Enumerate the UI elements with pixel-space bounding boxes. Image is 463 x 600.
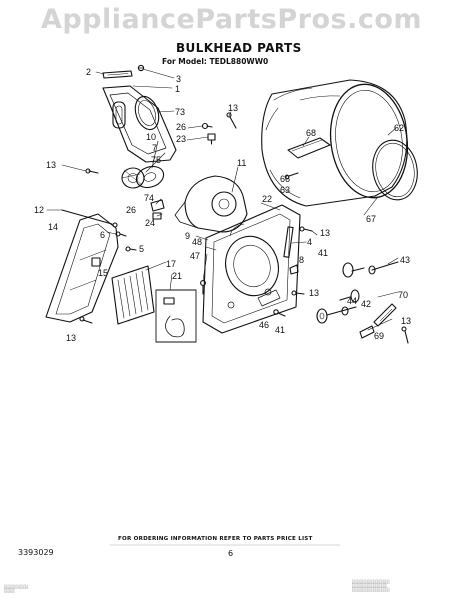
callout-73: 73 [175, 107, 185, 117]
part-43-roller-shaft [368, 261, 399, 275]
callout-13: 13 [66, 333, 76, 343]
part-13-screw-b [85, 168, 99, 174]
callout-8: 8 [299, 255, 304, 265]
callout-48: 48 [192, 237, 202, 247]
callout-68: 68 [306, 128, 316, 138]
part-4-element [283, 226, 294, 258]
callout-43: 43 [400, 255, 410, 265]
part-69-bracket [359, 325, 375, 339]
part-12-rod [61, 209, 118, 228]
part-44-roller [339, 289, 360, 303]
callout-26: 26 [126, 205, 136, 215]
callout-41: 41 [275, 325, 285, 335]
callout-13: 13 [228, 103, 238, 113]
callout-74: 74 [144, 193, 154, 203]
callout-7: 7 [152, 143, 157, 153]
part-14-front-panel [45, 213, 119, 323]
part-1-seal-panel [102, 85, 177, 163]
callout-69: 69 [374, 331, 384, 341]
callout-17: 17 [166, 259, 176, 269]
part-41-axle [326, 306, 357, 316]
callout-9: 9 [185, 231, 190, 241]
callout-3: 3 [176, 74, 181, 84]
callout-1: 1 [175, 84, 180, 94]
callout-75: 75 [151, 155, 161, 165]
callout-13: 13 [401, 316, 411, 326]
part-26-clip [201, 122, 213, 130]
callout-6: 6 [100, 230, 105, 240]
callout-41: 41 [318, 248, 328, 258]
model-subtitle: For Model: TEDL880WW0 [162, 57, 269, 66]
ordering-note: FOR ORDERING INFORMATION REFER TO PARTS … [118, 536, 313, 542]
part-74-bracket [150, 199, 165, 212]
callout-26: 26 [176, 122, 186, 132]
part-42-washer [316, 308, 328, 324]
callout-4: 4 [307, 237, 312, 247]
part-24-switch [152, 212, 162, 220]
callout-5: 5 [139, 244, 144, 254]
callout-24: 24 [145, 218, 155, 228]
callout-13: 13 [309, 288, 319, 298]
part-5-screw [125, 246, 137, 252]
part-9-bulkhead [202, 204, 301, 334]
fine-print-right: ░░░░░░░░░░░░░░░░░░░░░░░░░░░░░░░░░░░░░░░░… [352, 580, 390, 592]
callout-62: 62 [394, 123, 404, 133]
fine-print-left: ░░░░░░░░░░░░░ [4, 585, 29, 593]
part-11-blower-housing [174, 175, 248, 233]
callout-21: 21 [172, 271, 182, 281]
callout-13: 13 [46, 160, 56, 170]
callout-23: 23 [176, 134, 186, 144]
part-66-screw [284, 172, 299, 180]
part-13-screw-c [299, 226, 313, 232]
callout-70: 70 [398, 290, 408, 300]
part-13-screw-a [226, 112, 237, 129]
part-62-drum [261, 79, 409, 207]
part-13-screw-d [291, 290, 305, 296]
callout-42: 42 [361, 299, 371, 309]
callout-12: 12 [34, 205, 44, 215]
callout-15: 15 [98, 268, 108, 278]
callout-67: 67 [366, 214, 376, 224]
part-75-blower-wheel [121, 165, 165, 189]
part-17-lint-grille [111, 265, 155, 325]
callout-47: 47 [190, 251, 200, 261]
part-46-screw [273, 309, 286, 317]
callout-22: 22 [262, 194, 272, 204]
part-23-thermostat [207, 133, 216, 145]
callout-46: 46 [259, 320, 269, 330]
part-6-screw [115, 231, 127, 237]
callout-10: 10 [146, 132, 156, 142]
callout-2: 2 [86, 67, 91, 77]
part-3-screw [137, 64, 145, 72]
page-number: 6 [228, 549, 234, 558]
part-13-screw-e [401, 326, 409, 344]
part-70-support [373, 303, 397, 327]
part-68-baffle [287, 137, 331, 159]
callout-13: 13 [320, 228, 330, 238]
part-8-clip [289, 264, 299, 275]
callout-63: 63 [280, 185, 290, 195]
part-2-strip [102, 70, 133, 79]
callout-44: 44 [347, 296, 357, 306]
callout-66: 66 [280, 174, 290, 184]
part-43-roller [342, 262, 365, 278]
part-67-drum-seal [372, 139, 418, 201]
document-number: 3393029 [18, 548, 54, 557]
diagram-title: BULKHEAD PARTS [176, 41, 302, 55]
part-73-seal-ring [134, 95, 160, 131]
callout-14: 14 [48, 222, 58, 232]
watermark: AppliancePartsPros.com [40, 4, 423, 35]
part-15-clip [91, 257, 101, 267]
callout-labels: 2 3 1 73 13 26 23 10 7 75 13 11 62 68 66… [34, 67, 411, 343]
part-21-wire-kit [155, 289, 197, 343]
leader-lines [46, 68, 399, 331]
callout-11: 11 [237, 158, 246, 168]
part-13-screw-f [79, 316, 93, 324]
